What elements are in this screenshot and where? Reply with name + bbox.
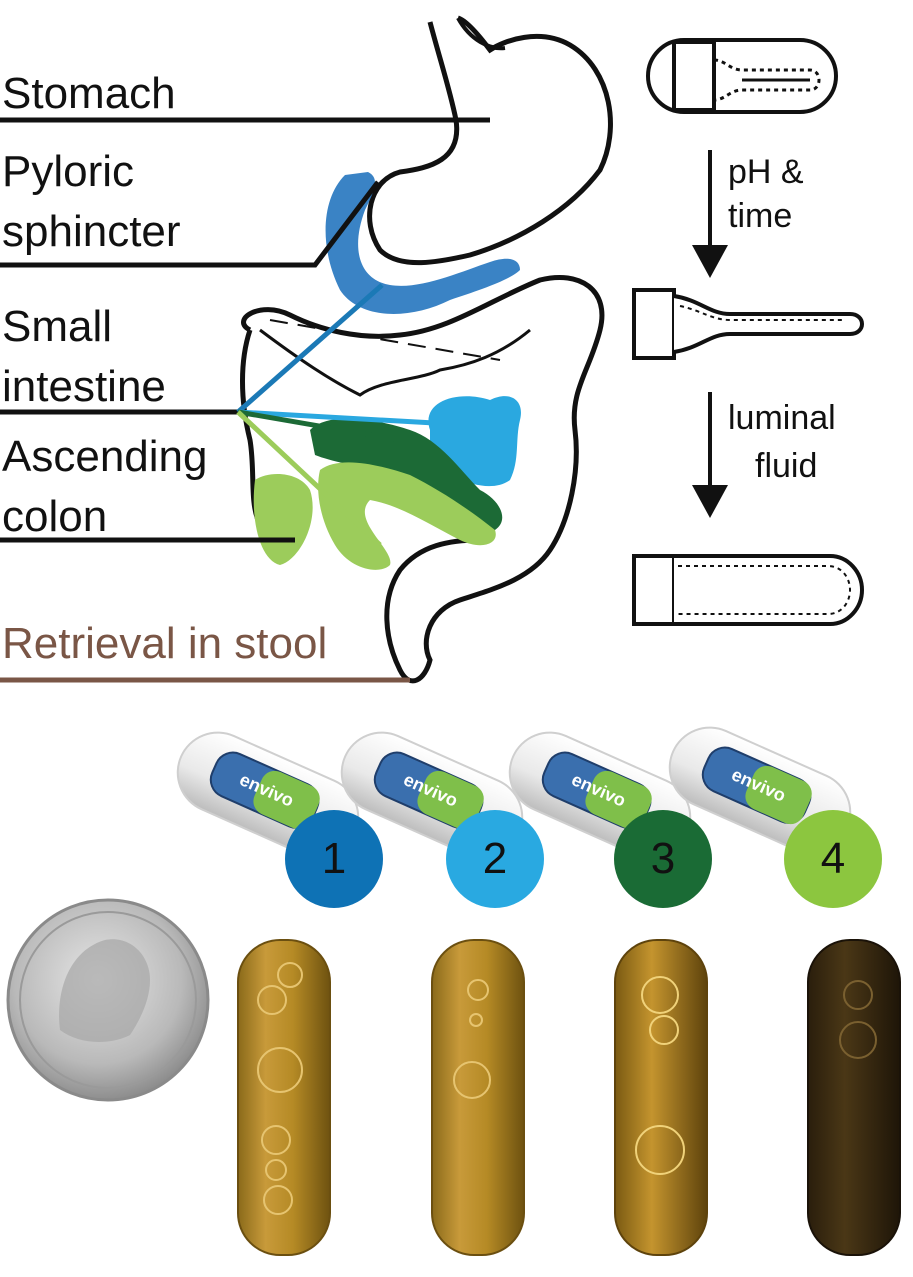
ascending-colon-label-line2: colon — [2, 492, 108, 541]
arrow-down-1 — [692, 150, 728, 278]
colon-outline — [240, 274, 605, 684]
stomach-outline — [367, 15, 613, 266]
pyloric-segment — [325, 172, 520, 314]
ascending-colon-label-line1: Ascending — [2, 432, 208, 481]
pyloric-sphincter-label-line1: Pyloric — [2, 147, 135, 196]
dime-coin — [6, 898, 210, 1102]
step1-label-line2: time — [728, 197, 793, 235]
pyloric-leader — [0, 180, 380, 268]
badge-3: 3 — [614, 810, 712, 908]
sample-tube-4 — [807, 939, 901, 1256]
sample-tube-1 — [237, 939, 331, 1256]
step1-label-line1: pH & — [728, 153, 804, 191]
retrieval-label: Retrieval in stool — [2, 619, 328, 668]
step2-label-line2: fluid — [755, 447, 818, 485]
sample-tube-3 — [614, 939, 708, 1256]
ileum-segment — [253, 462, 496, 570]
badge-4: 4 — [784, 810, 882, 908]
badge-2: 2 — [446, 810, 544, 908]
sample-tube-2 — [431, 939, 525, 1256]
stomach-label: Stomach — [2, 69, 176, 118]
capsule-stage-filled — [632, 554, 865, 626]
capsule-stage-opened — [632, 288, 864, 360]
capsule-stage-closed — [646, 38, 838, 114]
badge-1: 1 — [285, 810, 383, 908]
small-intestine-label-line1: Small — [2, 302, 113, 351]
step2-label-line1: luminal — [728, 399, 836, 437]
small-intestine-label-line2: intestine — [2, 362, 166, 411]
arrow-down-2 — [692, 392, 728, 518]
pyloric-sphincter-label-line2: sphincter — [2, 207, 181, 256]
